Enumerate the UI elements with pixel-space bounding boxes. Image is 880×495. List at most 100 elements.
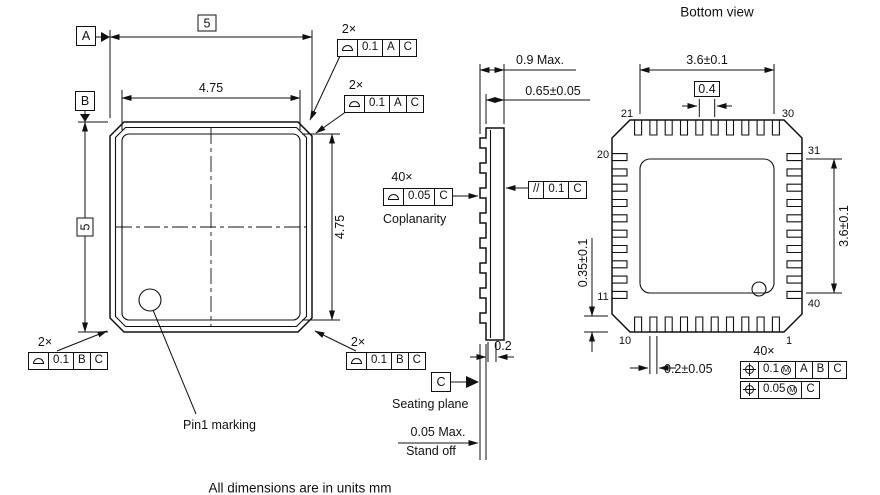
dim-pin-pitch-box: 0.4 — [694, 81, 720, 97]
dim-body-thickness: 0.65±0.05 — [525, 84, 581, 99]
datum-c-triangle — [466, 376, 479, 388]
top-view-package-outline — [109, 121, 313, 333]
datum-b-triangle — [80, 114, 90, 122]
top-view-dimensions — [56, 30, 357, 415]
tolerance-value: 0.1 — [365, 96, 390, 112]
standoff-label: Stand off — [406, 444, 456, 459]
qty-label: 2× — [341, 22, 357, 37]
parallelism-icon: // — [529, 182, 545, 198]
tolerance-value: 0.1 — [358, 40, 383, 56]
datum-ref: A — [796, 362, 813, 378]
profile-of-surface-icon — [338, 40, 358, 56]
datum-ref: C — [412, 354, 421, 366]
datum-ref: B — [813, 362, 830, 378]
dim-outer-width-box: 5 — [197, 14, 217, 32]
datum-a-triangle — [101, 32, 110, 42]
dim-inner-width: 4.75 — [198, 81, 224, 96]
pin-number-11: 11 — [597, 290, 609, 303]
profile-of-surface-icon — [345, 96, 365, 112]
pin-number-10: 10 — [618, 334, 632, 347]
datum-ref: C — [94, 354, 103, 366]
tolerance-number: 0.05 — [763, 383, 786, 395]
datum-ref: C — [573, 183, 582, 195]
datum-a-label: A — [81, 29, 91, 43]
position-tolerance-frame-1: 0.1 M A B C — [740, 361, 847, 379]
pin-number-20: 20 — [596, 148, 610, 161]
dim-standoff: 0.05 Max. — [410, 425, 466, 440]
pin1-marking-label: Pin1 marking — [183, 418, 256, 433]
profile-of-surface-icon — [384, 189, 404, 205]
profile-tolerance-frame-top-2: 0.1 A C — [344, 95, 424, 113]
datum-ref: C — [833, 363, 842, 375]
bottom-view-package-outline — [611, 119, 803, 333]
mmc-modifier-icon: M — [781, 364, 791, 375]
tolerance-value: 0.1 — [544, 182, 570, 198]
mmc-modifier-icon: M — [787, 384, 798, 395]
dim-pin-pitch: 0.4 — [698, 82, 716, 96]
dim-inner-height: 4.75 — [333, 214, 348, 240]
datum-ref: C — [403, 41, 412, 53]
coplanarity-tolerance-frame: 0.05 C — [383, 188, 453, 206]
profile-of-surface-icon — [347, 353, 367, 369]
profile-tolerance-frame-bottom-right: 0.1 B C — [346, 352, 426, 370]
datum-ref: B — [74, 353, 91, 369]
side-view-dimensions — [398, 64, 590, 460]
pin1-indicator-circle — [751, 281, 767, 297]
qty-label: 2× — [350, 335, 366, 350]
position-tolerance-frame-2: 0.05 M C — [740, 381, 820, 399]
position-icon — [741, 382, 759, 398]
mmc-letter: M — [789, 385, 796, 394]
coplanarity-label: Coplanarity — [383, 212, 447, 227]
datum-ref: C — [439, 190, 448, 202]
top-edge-pins — [634, 120, 780, 136]
pin1-marking-circle — [138, 288, 162, 312]
dim-outer-width: 5 — [203, 16, 211, 30]
right-edge-pins — [786, 153, 802, 299]
dim-lead-foot: 0.2 — [494, 339, 512, 354]
profile-tolerance-frame-top-1: 0.1 A C — [337, 39, 417, 57]
datum-ref: A — [383, 40, 400, 56]
seating-plane-label: Seating plane — [392, 397, 469, 412]
profile-of-surface-icon — [29, 353, 49, 369]
tolerance-value: 0.1 — [367, 353, 392, 369]
side-view-package-outline — [479, 127, 505, 341]
pin-number-1: 1 — [785, 334, 793, 347]
qty-label: 40× — [753, 344, 775, 359]
pin-number-30: 30 — [781, 107, 795, 120]
tolerance-value: 0.1 — [49, 353, 74, 369]
datum-ref: B — [392, 353, 409, 369]
pin-number-31: 31 — [807, 144, 821, 157]
tolerance-value: 0.1 M — [759, 362, 796, 378]
datum-b-label: B — [80, 94, 90, 108]
parallelism-tolerance-frame: // 0.1 C — [528, 181, 587, 199]
qty-label: 40× — [391, 170, 413, 185]
dim-pad-width: 3.6±0.1 — [686, 53, 728, 68]
tolerance-value: 0.05 M — [759, 382, 803, 398]
qty-label: 2× — [348, 78, 364, 93]
view-title: Bottom view — [680, 4, 754, 20]
dim-outer-height: 5 — [78, 223, 92, 231]
dim-outer-height-box: 5 — [76, 217, 94, 237]
tolerance-value: 0.05 — [404, 189, 436, 205]
datum-b-box: B — [75, 91, 95, 111]
bottom-view-dimensions — [584, 64, 842, 374]
datum-a-box: A — [76, 26, 96, 46]
mmc-letter: M — [782, 365, 790, 374]
datum-ref: C — [806, 383, 815, 395]
dim-pin-length: 0.35±0.1 — [576, 238, 591, 288]
position-icon — [741, 362, 759, 378]
datum-c-box: C — [431, 372, 451, 392]
exposed-pad-outline — [639, 158, 775, 294]
dim-overall-thickness: 0.9 Max. — [516, 53, 564, 68]
datum-ref: A — [390, 96, 407, 112]
pin-number-40: 40 — [807, 297, 821, 310]
datum-ref: C — [410, 97, 419, 109]
bottom-edge-pins — [634, 316, 780, 332]
left-edge-pins — [612, 153, 628, 299]
datum-c-label: C — [436, 375, 446, 389]
units-note: All dimensions are in units mm — [208, 480, 392, 495]
profile-tolerance-frame-bottom-left: 0.1 B C — [28, 352, 108, 370]
pin-number-21: 21 — [620, 107, 634, 120]
